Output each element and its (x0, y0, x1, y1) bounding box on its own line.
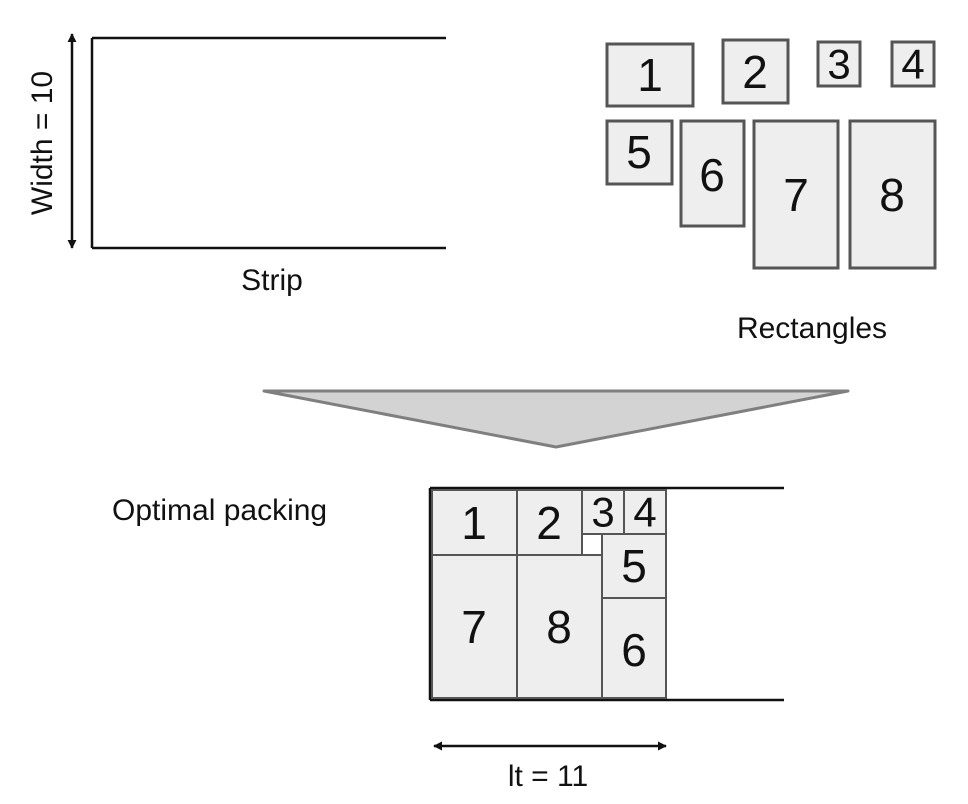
packed-rect-5-label: 5 (621, 540, 647, 592)
packed-rect-2-label: 2 (536, 497, 562, 549)
packed-strip (428, 486, 784, 702)
packed-rect-8-label: 8 (546, 601, 572, 653)
rect-8-label: 8 (879, 169, 905, 221)
rect-7-label: 7 (783, 169, 809, 221)
rect-1: 1 (605, 42, 695, 108)
packed-rect-2: 2 (516, 489, 583, 556)
rect-2-label: 2 (742, 46, 768, 98)
rectangles-set: 1 2 3 4 5 6 7 8 (605, 38, 937, 270)
rect-3-label: 3 (827, 41, 850, 88)
rect-4: 4 (890, 40, 936, 88)
packed-rect-6: 6 (601, 597, 667, 699)
width-label: Width = 10 (26, 71, 59, 215)
rectangles-label: Rectangles (737, 312, 887, 345)
rect-7: 7 (752, 119, 840, 270)
strip-label: Strip (241, 264, 303, 297)
packed-rect-6-label: 6 (621, 624, 647, 676)
packed-rect-7: 7 (431, 554, 518, 699)
packed-rect-3: 3 (581, 489, 625, 536)
packed-rect-4: 4 (623, 489, 667, 536)
packed-rect-3-label: 3 (591, 489, 614, 536)
packed-rect-8: 8 (516, 554, 603, 699)
rect-8: 8 (848, 119, 937, 270)
packed-rectangles: 1 2 3 4 5 7 8 6 (431, 489, 667, 699)
length-label: lt = 11 (508, 760, 588, 793)
rect-5-label: 5 (626, 126, 652, 178)
rect-4-label: 4 (901, 41, 924, 88)
rect-3: 3 (816, 40, 862, 88)
empty-strip (90, 36, 446, 250)
packed-rect-5: 5 (601, 533, 667, 599)
rect-1-label: 1 (637, 49, 663, 101)
packed-rect-1-label: 1 (461, 497, 487, 549)
rect-6: 6 (679, 119, 746, 228)
packed-rect-7-label: 7 (461, 601, 487, 653)
transition-arrow (262, 389, 850, 449)
packed-rect-4-label: 4 (633, 489, 656, 536)
rect-2: 2 (721, 38, 790, 105)
rect-5: 5 (605, 119, 674, 186)
packed-rect-1: 1 (431, 489, 518, 556)
rect-6-label: 6 (699, 149, 725, 201)
optimal-packing-label: Optimal packing (112, 494, 327, 527)
